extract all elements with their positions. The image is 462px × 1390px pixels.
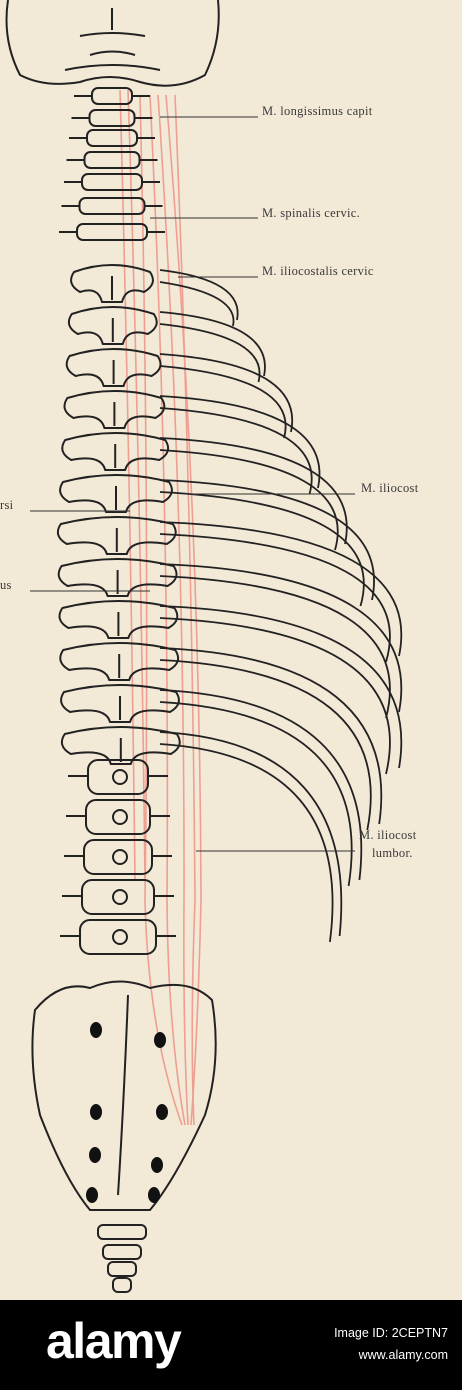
vertebral-foramen <box>112 849 128 865</box>
cervical-vertebra <box>91 87 133 105</box>
rib-inner-edge <box>159 575 391 719</box>
rib <box>159 731 343 937</box>
rib-inner-edge <box>159 281 235 327</box>
cervical-vertebra <box>78 197 146 215</box>
cervical-vertebra <box>83 151 141 169</box>
rib-inner-edge <box>159 617 391 775</box>
rib <box>159 437 348 545</box>
thoracic-vertebra <box>58 600 179 639</box>
thoracic-vertebra <box>57 558 178 597</box>
sacral-foramen <box>151 1157 163 1173</box>
rib-inner-edge <box>159 407 313 495</box>
rib <box>159 521 403 657</box>
thoracic-vertebra <box>67 306 158 345</box>
label-iliocostalis-dorsi: M. iliocost <box>361 481 419 495</box>
thoracic-vertebra <box>60 684 180 723</box>
thoracic-vertebra <box>63 390 166 429</box>
rib-inner-edge <box>159 533 391 663</box>
skull-base <box>5 0 220 87</box>
rib <box>159 479 375 601</box>
rib-inner-edge <box>159 743 334 943</box>
rib <box>159 563 403 713</box>
cervical-vertebra <box>88 109 136 127</box>
sacral-foramen <box>90 1022 102 1038</box>
occipital-detail <box>64 8 161 71</box>
lumbar-vertebra <box>83 839 153 875</box>
rib <box>159 647 383 825</box>
spine-and-muscles-illustration <box>5 0 403 1293</box>
label-iliocostalis-lumborum: M. iliocost <box>359 828 417 842</box>
sacral-foramen <box>90 1104 102 1120</box>
spinalis-fascicle <box>127 89 146 881</box>
label-spinalis-fragment: us <box>0 578 12 592</box>
label-longissimus-dorsi-fragment: rsi <box>0 498 14 512</box>
sacral-crest <box>117 994 129 1196</box>
thoracic-vertebra <box>65 348 162 387</box>
anatomical-plate: M. longissimus capit M. spinalis cervic.… <box>0 0 462 1300</box>
lumbar-vertebra <box>81 879 155 915</box>
lumbar-vertebra <box>85 799 151 835</box>
label-leader-lines <box>30 116 355 852</box>
coccygeal-vertebra <box>97 1224 147 1240</box>
vertebral-foramen <box>112 929 128 945</box>
sacral-foramen <box>148 1187 160 1203</box>
sacral-foramen <box>89 1147 101 1163</box>
thoracic-vertebra <box>70 264 154 303</box>
rib-inner-edge <box>159 323 261 383</box>
coccygeal-vertebra <box>112 1277 132 1293</box>
vertebral-foramen <box>112 809 128 825</box>
rib <box>159 353 294 433</box>
muscle-fascicle <box>157 94 189 1126</box>
cervical-vertebra <box>81 173 143 191</box>
sacral-foramen <box>86 1187 98 1203</box>
coccygeal-vertebra <box>102 1244 142 1260</box>
rib-inner-edge <box>159 701 353 887</box>
watermark-banner: alamy Image ID: 2CEPTN7 www.alamy.com <box>0 1300 462 1390</box>
brand-logo: alamy <box>46 1313 182 1369</box>
sacrum <box>31 980 217 1211</box>
thoracic-vertebra <box>59 642 180 681</box>
thoracic-vertebra <box>60 726 181 765</box>
rib-inner-edge <box>159 449 339 551</box>
sacral-foramen <box>154 1032 166 1048</box>
thoracic-vertebra <box>61 432 170 471</box>
lumbar-vertebra <box>87 759 149 795</box>
label-iliocostalis-lumborum-line2: lumbor. <box>372 846 413 860</box>
site-url-text: www.alamy.com <box>358 1348 448 1362</box>
thoracic-vertebra <box>59 474 173 513</box>
cervical-vertebra <box>76 223 148 241</box>
rib <box>159 269 239 321</box>
rib-inner-edge <box>159 659 372 831</box>
rib <box>159 395 321 489</box>
image-id-text: Image ID: 2CEPTN7 <box>334 1326 448 1340</box>
rib <box>159 689 363 881</box>
sacral-foramen <box>156 1104 168 1120</box>
rib-inner-edge <box>159 491 365 607</box>
muscle-fascicle <box>149 94 186 1126</box>
rib-inner-edge <box>159 365 287 439</box>
rib-cage <box>159 269 403 943</box>
coccygeal-vertebra <box>107 1261 137 1277</box>
label-iliocostalis-cervicis: M. iliocostalis cervic <box>262 264 374 278</box>
label-longissimus-capitis: M. longissimus capit <box>262 104 373 118</box>
lumbar-vertebra <box>79 919 157 955</box>
thoracic-vertebra <box>56 516 177 555</box>
vertebral-foramen <box>112 769 128 785</box>
vertebral-foramen <box>112 889 128 905</box>
rib <box>159 311 266 377</box>
vertebral-column <box>5 0 220 1293</box>
label-spinalis-cervicis: M. spinalis cervic. <box>262 206 361 220</box>
rib <box>159 605 403 769</box>
